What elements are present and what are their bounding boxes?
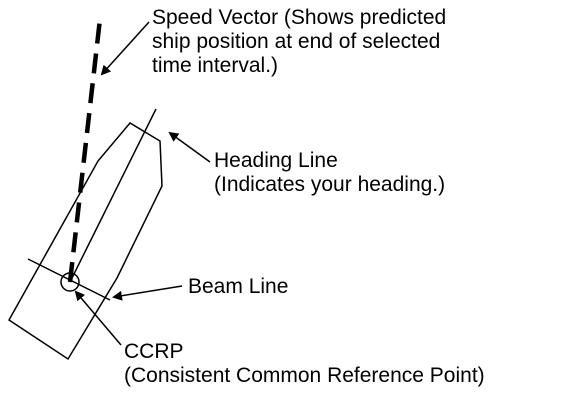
- heading-line: [69, 108, 157, 283]
- speed-vector-label: Speed Vector (Shows predicted ship posit…: [152, 6, 447, 77]
- ccrp-label: CCRP (Consistent Common Reference Point): [124, 340, 485, 387]
- heading-line-arrow: [168, 131, 211, 163]
- ccrp-arrow: [74, 290, 122, 346]
- heading-line-label: Heading Line (Indicates your heading.): [214, 149, 446, 196]
- beam-line-arrow: [112, 285, 183, 301]
- beam-line-label: Beam Line: [188, 275, 289, 298]
- speed-vector-line: [67, 18, 103, 283]
- ship-hull-outline: [8, 122, 163, 361]
- speed-vector-arrow: [100, 21, 150, 76]
